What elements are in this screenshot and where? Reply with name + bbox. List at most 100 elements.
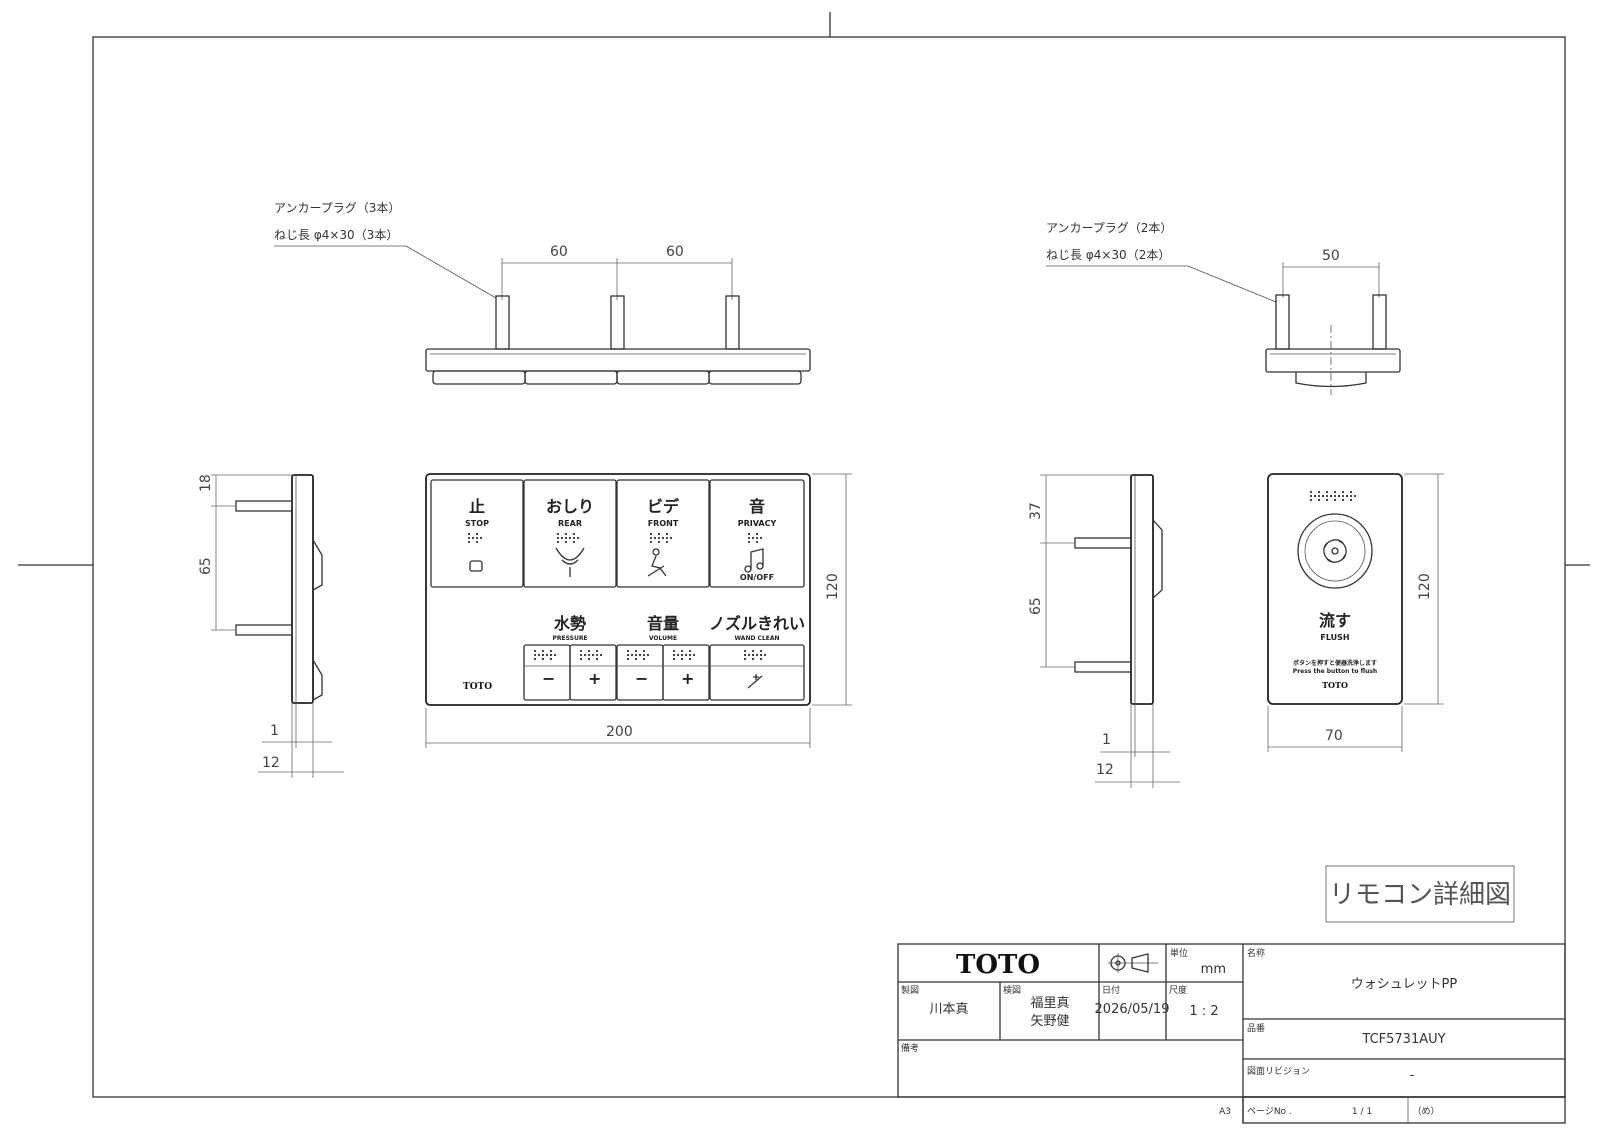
top-button-jp-3: 音 [749,497,765,516]
music-note-icon [750,548,764,569]
projection-symbol-icon [1108,953,1158,973]
drawing-frame [92,36,1566,1098]
wand-clean-icon [747,674,763,689]
rear-wash-icon [555,547,585,577]
front-view-main: − + − + TOTO 200 120 [425,473,852,748]
braille-minus-2 [626,649,650,661]
name-value: ウォシュレットPP [1351,977,1458,992]
top-button-en-0: STOP [465,519,489,528]
dim-65-left: 65 [198,557,214,575]
paper-size: A3 [1219,1107,1231,1117]
revision-label: 図面リビジョン [1247,1066,1310,1077]
name-label: 名称 [1247,947,1265,959]
anchor-label-right: アンカープラグ（2本） [1046,221,1172,235]
braille-flush-row [1309,490,1357,502]
drafter-value: 川本真 [929,1002,968,1017]
screw-label-left: ねじ長 φ4×30（3本） [274,228,398,242]
date-label: 日付 [1102,985,1120,996]
drafter-label: 製図 [901,984,919,996]
dim-1-left: 1 [270,723,279,739]
anchor-label-left: アンカープラグ（3本） [274,201,400,215]
top-button-jp-1: おしり [546,497,594,516]
top-view-right: アンカープラグ（2本） ねじ長 φ4×30（2本） 50 [1046,221,1401,395]
main-logo: TOTO [463,682,492,692]
checker-label: 検図 [1003,984,1021,996]
side-view-right: 37 65 1 12 [1028,474,1180,788]
page-value: 1 / 1 [1352,1107,1372,1117]
front-view-flush: 流す FLUSH ボタンを押すと便器洗浄します Press the button… [1267,473,1444,752]
page-suffix: （め） [1412,1106,1439,1117]
plus-volume: + [681,669,694,688]
dim-12-right: 12 [1096,762,1114,778]
checker-value-1: 福里真 [1030,996,1069,1011]
group-jp-1: 音量 [647,614,679,633]
top-button-en-2: FRONT [648,519,679,528]
unit-label: 単位 [1170,947,1188,959]
flush-swirl-icon [1323,539,1347,563]
group-en-0: PRESSURE [552,635,587,642]
checker-value-2: 矢野健 [1030,1014,1069,1029]
revision-value: - [1410,1068,1415,1083]
title-block: TOTO 単位 mm 名称 ウォシュレットPP 製図 川本真 検図 福里真 矢野… [897,943,1566,1124]
flush-button-ring [1297,513,1373,589]
dim-1-right: 1 [1102,732,1111,748]
dim-12-left: 12 [262,755,280,771]
group-en-2: WAND CLEAN [734,635,779,642]
scale-label: 尺度 [1169,984,1187,996]
privacy-button-shape [709,479,805,588]
dim-50: 50 [1322,248,1340,264]
group-en-1: VOLUME [649,635,677,642]
dim-65-right: 65 [1028,597,1044,615]
bidet-icon [647,548,667,577]
remarks-label: 備考 [901,1042,919,1054]
model-label: 品番 [1247,1022,1265,1034]
braille-front [649,532,673,544]
dim-60-left: 60 [550,244,568,260]
dim-60-right: 60 [666,244,684,260]
top-view-left: アンカープラグ（3本） ねじ長 φ4×30（3本） 60 60 [274,201,811,385]
scale-value: 1 : 2 [1189,1004,1218,1019]
dim-70: 70 [1325,728,1343,744]
plus-pressure: + [588,669,601,688]
top-button-jp-0: 止 [469,497,485,516]
group-jp-2: ノズルきれい [709,614,805,633]
dim-18: 18 [198,474,214,492]
braille-stop [467,532,483,544]
title-block-logo: TOTO [956,950,1040,980]
braille-minus-1 [533,649,557,661]
drawing-title: リモコン詳細図 [1329,880,1511,910]
page-label: ページNo . [1247,1107,1292,1117]
flush-en: FLUSH [1320,633,1349,642]
braille-plus-1 [579,649,603,661]
braille-privacy [747,532,763,544]
unit-value: mm [1201,962,1226,977]
stop-icon [469,560,483,572]
top-button-sub-3: ON/OFF [740,573,774,582]
group-jp-0: 水勢 [554,614,586,633]
braille-wand [743,649,767,661]
drawing-title-box [1325,865,1515,923]
dim-120-flush: 120 [1417,573,1433,600]
model-value: TCF5731AUY [1361,1032,1445,1047]
date-value: 2026/05/19 [1095,1002,1170,1017]
front-button-shape [616,479,710,588]
screw-label-right: ねじ長 φ4×30（2本） [1046,248,1170,262]
side-view-left: 18 65 1 12 [198,474,344,778]
rear-button-shape [523,479,617,588]
stop-button-shape [430,479,524,588]
braille-rear [556,532,580,544]
braille-dots-main [467,532,767,661]
braille-dots-flush [1309,490,1357,502]
top-button-en-3: PRIVACY [738,519,777,528]
top-button-jp-2: ビデ [647,497,680,516]
top-button-en-1: REAR [558,519,582,528]
flush-logo: TOTO [1322,680,1348,690]
flush-jp: 流す [1319,611,1351,630]
dim-37: 37 [1028,502,1044,520]
dim-200: 200 [606,724,633,740]
minus-pressure: − [542,669,555,688]
dim-120-main: 120 [825,573,841,600]
minus-volume: − [635,669,648,688]
flush-instr-jp: ボタンを押すと便器洗浄します [1293,659,1377,667]
